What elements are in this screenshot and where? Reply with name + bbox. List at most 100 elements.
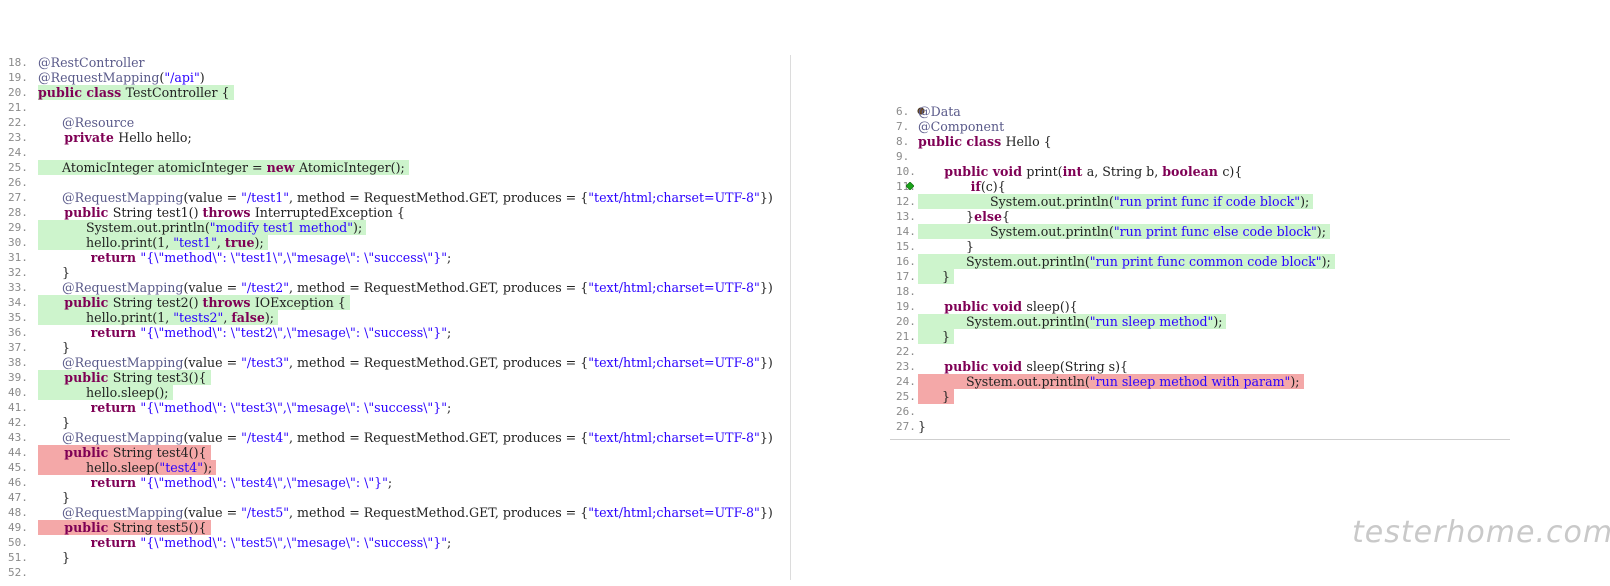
code-line[interactable]: 51. } xyxy=(0,550,790,565)
code-line[interactable]: 27.} xyxy=(890,419,1510,434)
code-line[interactable]: 21. } xyxy=(890,329,1510,344)
code-token: public xyxy=(38,520,113,535)
code-line[interactable]: 12. System.out.println("run print func i… xyxy=(890,194,1510,209)
code-line[interactable]: 26. xyxy=(890,404,1510,419)
code-text: System.out.println("run print func if co… xyxy=(918,194,1309,209)
code-line[interactable]: 24. System.out.println("run sleep method… xyxy=(890,374,1510,389)
code-line[interactable]: 31. return "{\"method\": \"test1\",\"mes… xyxy=(0,250,790,265)
coverage-covered-highlight xyxy=(38,295,350,310)
code-token: new xyxy=(266,160,299,175)
code-text: return "{\"method\": \"test3\",\"mesage\… xyxy=(38,400,452,415)
code-token: @Component xyxy=(918,119,1005,134)
code-text: } xyxy=(918,389,950,404)
code-line[interactable]: 10. public void print(int a, String b, b… xyxy=(890,164,1510,179)
code-text: public String test4(){ xyxy=(38,445,206,460)
code-line[interactable]: 22. @Resource xyxy=(0,115,790,130)
code-line[interactable]: 27. @RequestMapping(value = "/test1", me… xyxy=(0,190,790,205)
code-line[interactable]: 43. @RequestMapping(value = "/test4", me… xyxy=(0,430,790,445)
code-text: } xyxy=(38,340,70,355)
code-line[interactable]: 20. System.out.println("run sleep method… xyxy=(890,314,1510,329)
code-text: @Resource xyxy=(38,115,134,130)
code-token: System.out.println( xyxy=(918,314,1090,329)
code-token: } xyxy=(38,415,71,430)
code-line[interactable]: 14. System.out.println("run print func e… xyxy=(890,224,1510,239)
code-line[interactable]: 32. } xyxy=(0,265,790,280)
coverage-covered-highlight xyxy=(38,385,173,400)
line-number: 48. xyxy=(8,506,28,519)
code-line[interactable]: 42. } xyxy=(0,415,790,430)
code-line[interactable]: 20.public class TestController { xyxy=(0,85,790,100)
code-token: "{\"method\": \"test5\",\"mesage\": \"su… xyxy=(140,535,448,550)
code-token: @RequestMapping xyxy=(38,430,184,445)
code-token: private xyxy=(38,130,119,145)
code-line[interactable]: 23. public void sleep(String s){ xyxy=(890,359,1510,374)
line-number: 20. xyxy=(8,86,28,99)
code-line[interactable]: 19.@RequestMapping("/api") xyxy=(0,70,790,85)
code-token: String test2() xyxy=(112,295,203,310)
code-line[interactable]: 39. public String test3(){ xyxy=(0,370,790,385)
code-line[interactable]: 30. hello.print(1, "test1", true); xyxy=(0,235,790,250)
code-line[interactable]: 38. @RequestMapping(value = "/test3", me… xyxy=(0,355,790,370)
code-line[interactable]: 37. } xyxy=(0,340,790,355)
code-token: "run print func else code block" xyxy=(1113,224,1317,239)
code-line[interactable]: 29. System.out.println("modify test1 met… xyxy=(0,220,790,235)
code-line[interactable]: 22. xyxy=(890,344,1510,359)
line-number: 17. xyxy=(896,270,916,283)
code-line[interactable]: 50. return "{\"method\": \"test5\",\"mes… xyxy=(0,535,790,550)
code-token: , xyxy=(216,235,225,250)
code-line[interactable]: 45. hello.sleep("test4"); xyxy=(0,460,790,475)
code-line[interactable]: 35. hello.print(1, "tests2", false); xyxy=(0,310,790,325)
code-line[interactable]: 18.@RestController xyxy=(0,55,790,70)
code-line[interactable]: 47. } xyxy=(0,490,790,505)
code-line[interactable]: 40. hello.sleep(); xyxy=(0,385,790,400)
code-line[interactable]: 15. } xyxy=(890,239,1510,254)
code-token: System.out.println( xyxy=(918,374,1090,389)
line-number: 49. xyxy=(8,521,28,534)
code-line[interactable]: 18. xyxy=(890,284,1510,299)
line-number: 21. xyxy=(8,101,28,114)
line-number: 24. xyxy=(896,375,916,388)
line-number: 31. xyxy=(8,251,28,264)
line-number: 18. xyxy=(896,285,916,298)
code-line[interactable]: 9. xyxy=(890,149,1510,164)
code-token: (value = xyxy=(183,355,242,370)
code-line[interactable]: 25. AtomicInteger atomicInteger = new At… xyxy=(0,160,790,175)
code-line[interactable]: 46. return "{\"method\": \"test4\",\"mes… xyxy=(0,475,790,490)
code-line[interactable]: 34. public String test2() throws IOExcep… xyxy=(0,295,790,310)
code-token: public xyxy=(38,205,113,220)
code-line[interactable]: 33. @RequestMapping(value = "/test2", me… xyxy=(0,280,790,295)
code-text: }else{ xyxy=(918,209,1010,224)
code-line[interactable]: 49. public String test5(){ xyxy=(0,520,790,535)
code-line[interactable]: 7.@Component xyxy=(890,119,1510,134)
code-line[interactable]: 52. xyxy=(0,565,790,580)
code-line[interactable]: 6.@Data xyxy=(890,104,1510,119)
code-line[interactable]: 16. System.out.println("run print func c… xyxy=(890,254,1510,269)
code-line[interactable]: 44. public String test4(){ xyxy=(0,445,790,460)
code-line[interactable]: 48. @RequestMapping(value = "/test5", me… xyxy=(0,505,790,520)
code-line[interactable]: 21. xyxy=(0,100,790,115)
code-line[interactable]: 36. return "{\"method\": \"test2\",\"mes… xyxy=(0,325,790,340)
code-token: "{\"method\": \"test4\",\"mesage\": \"}" xyxy=(140,475,388,490)
code-text: } xyxy=(918,329,950,344)
code-line[interactable]: 23. private Hello hello; xyxy=(0,130,790,145)
line-number: 22. xyxy=(8,116,28,129)
coverage-covered-highlight xyxy=(918,224,1330,239)
line-number: 23. xyxy=(8,131,28,144)
code-line[interactable]: 24. xyxy=(0,145,790,160)
code-line[interactable]: 13. }else{ xyxy=(890,209,1510,224)
code-token: return xyxy=(38,400,141,415)
coverage-covered-highlight xyxy=(38,235,268,250)
code-text: System.out.println("run print func commo… xyxy=(918,254,1331,269)
code-line[interactable]: 17. } xyxy=(890,269,1510,284)
code-line[interactable]: 8.public class Hello { xyxy=(890,134,1510,149)
code-line[interactable]: 41. return "{\"method\": \"test3\",\"mes… xyxy=(0,400,790,415)
code-line[interactable]: 26. xyxy=(0,175,790,190)
line-number: 16. xyxy=(896,255,916,268)
line-number: 8. xyxy=(896,135,910,148)
code-line[interactable]: 25. } xyxy=(890,389,1510,404)
code-line[interactable]: 11. if(c){ xyxy=(890,179,1510,194)
code-line[interactable]: 28. public String test1() throws Interru… xyxy=(0,205,790,220)
code-line[interactable]: 19. public void sleep(){ xyxy=(890,299,1510,314)
